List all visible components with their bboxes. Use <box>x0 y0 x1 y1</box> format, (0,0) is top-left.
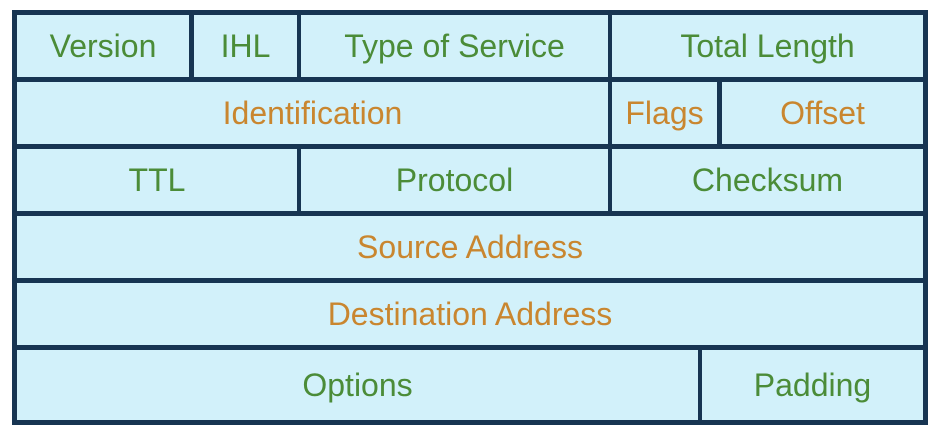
field-flags: Flags <box>612 82 717 144</box>
field-options: Options <box>17 350 698 420</box>
field-flags-label: Flags <box>625 95 704 131</box>
field-checksum-label: Checksum <box>691 162 844 198</box>
field-offset-label: Offset <box>780 95 865 131</box>
field-checksum: Checksum <box>612 149 923 211</box>
field-identification: Identification <box>17 82 608 144</box>
field-source-address-label: Source Address <box>357 229 583 265</box>
field-protocol-label: Protocol <box>395 162 514 198</box>
field-protocol: Protocol <box>301 149 608 211</box>
field-type-of-service: Type of Service <box>301 15 608 77</box>
field-ihl: IHL <box>194 15 297 77</box>
field-destination-address-label: Destination Address <box>327 296 613 332</box>
field-identification-label: Identification <box>222 95 403 131</box>
field-ttl: TTL <box>17 149 297 211</box>
ip-header-diagram: Version IHL Type of Service Total Length… <box>12 10 928 425</box>
field-version-label: Version <box>49 28 157 64</box>
field-version: Version <box>17 15 189 77</box>
field-total-length: Total Length <box>612 15 923 77</box>
field-options-label: Options <box>302 367 413 403</box>
field-ttl-label: TTL <box>128 162 186 198</box>
field-padding: Padding <box>702 350 923 420</box>
field-destination-address: Destination Address <box>17 283 923 345</box>
field-padding-label: Padding <box>753 367 872 403</box>
field-source-address: Source Address <box>17 216 923 278</box>
field-ihl-label: IHL <box>220 28 271 64</box>
field-offset: Offset <box>722 82 923 144</box>
field-total-length-label: Total Length <box>680 28 855 64</box>
field-type-of-service-label: Type of Service <box>344 28 565 64</box>
